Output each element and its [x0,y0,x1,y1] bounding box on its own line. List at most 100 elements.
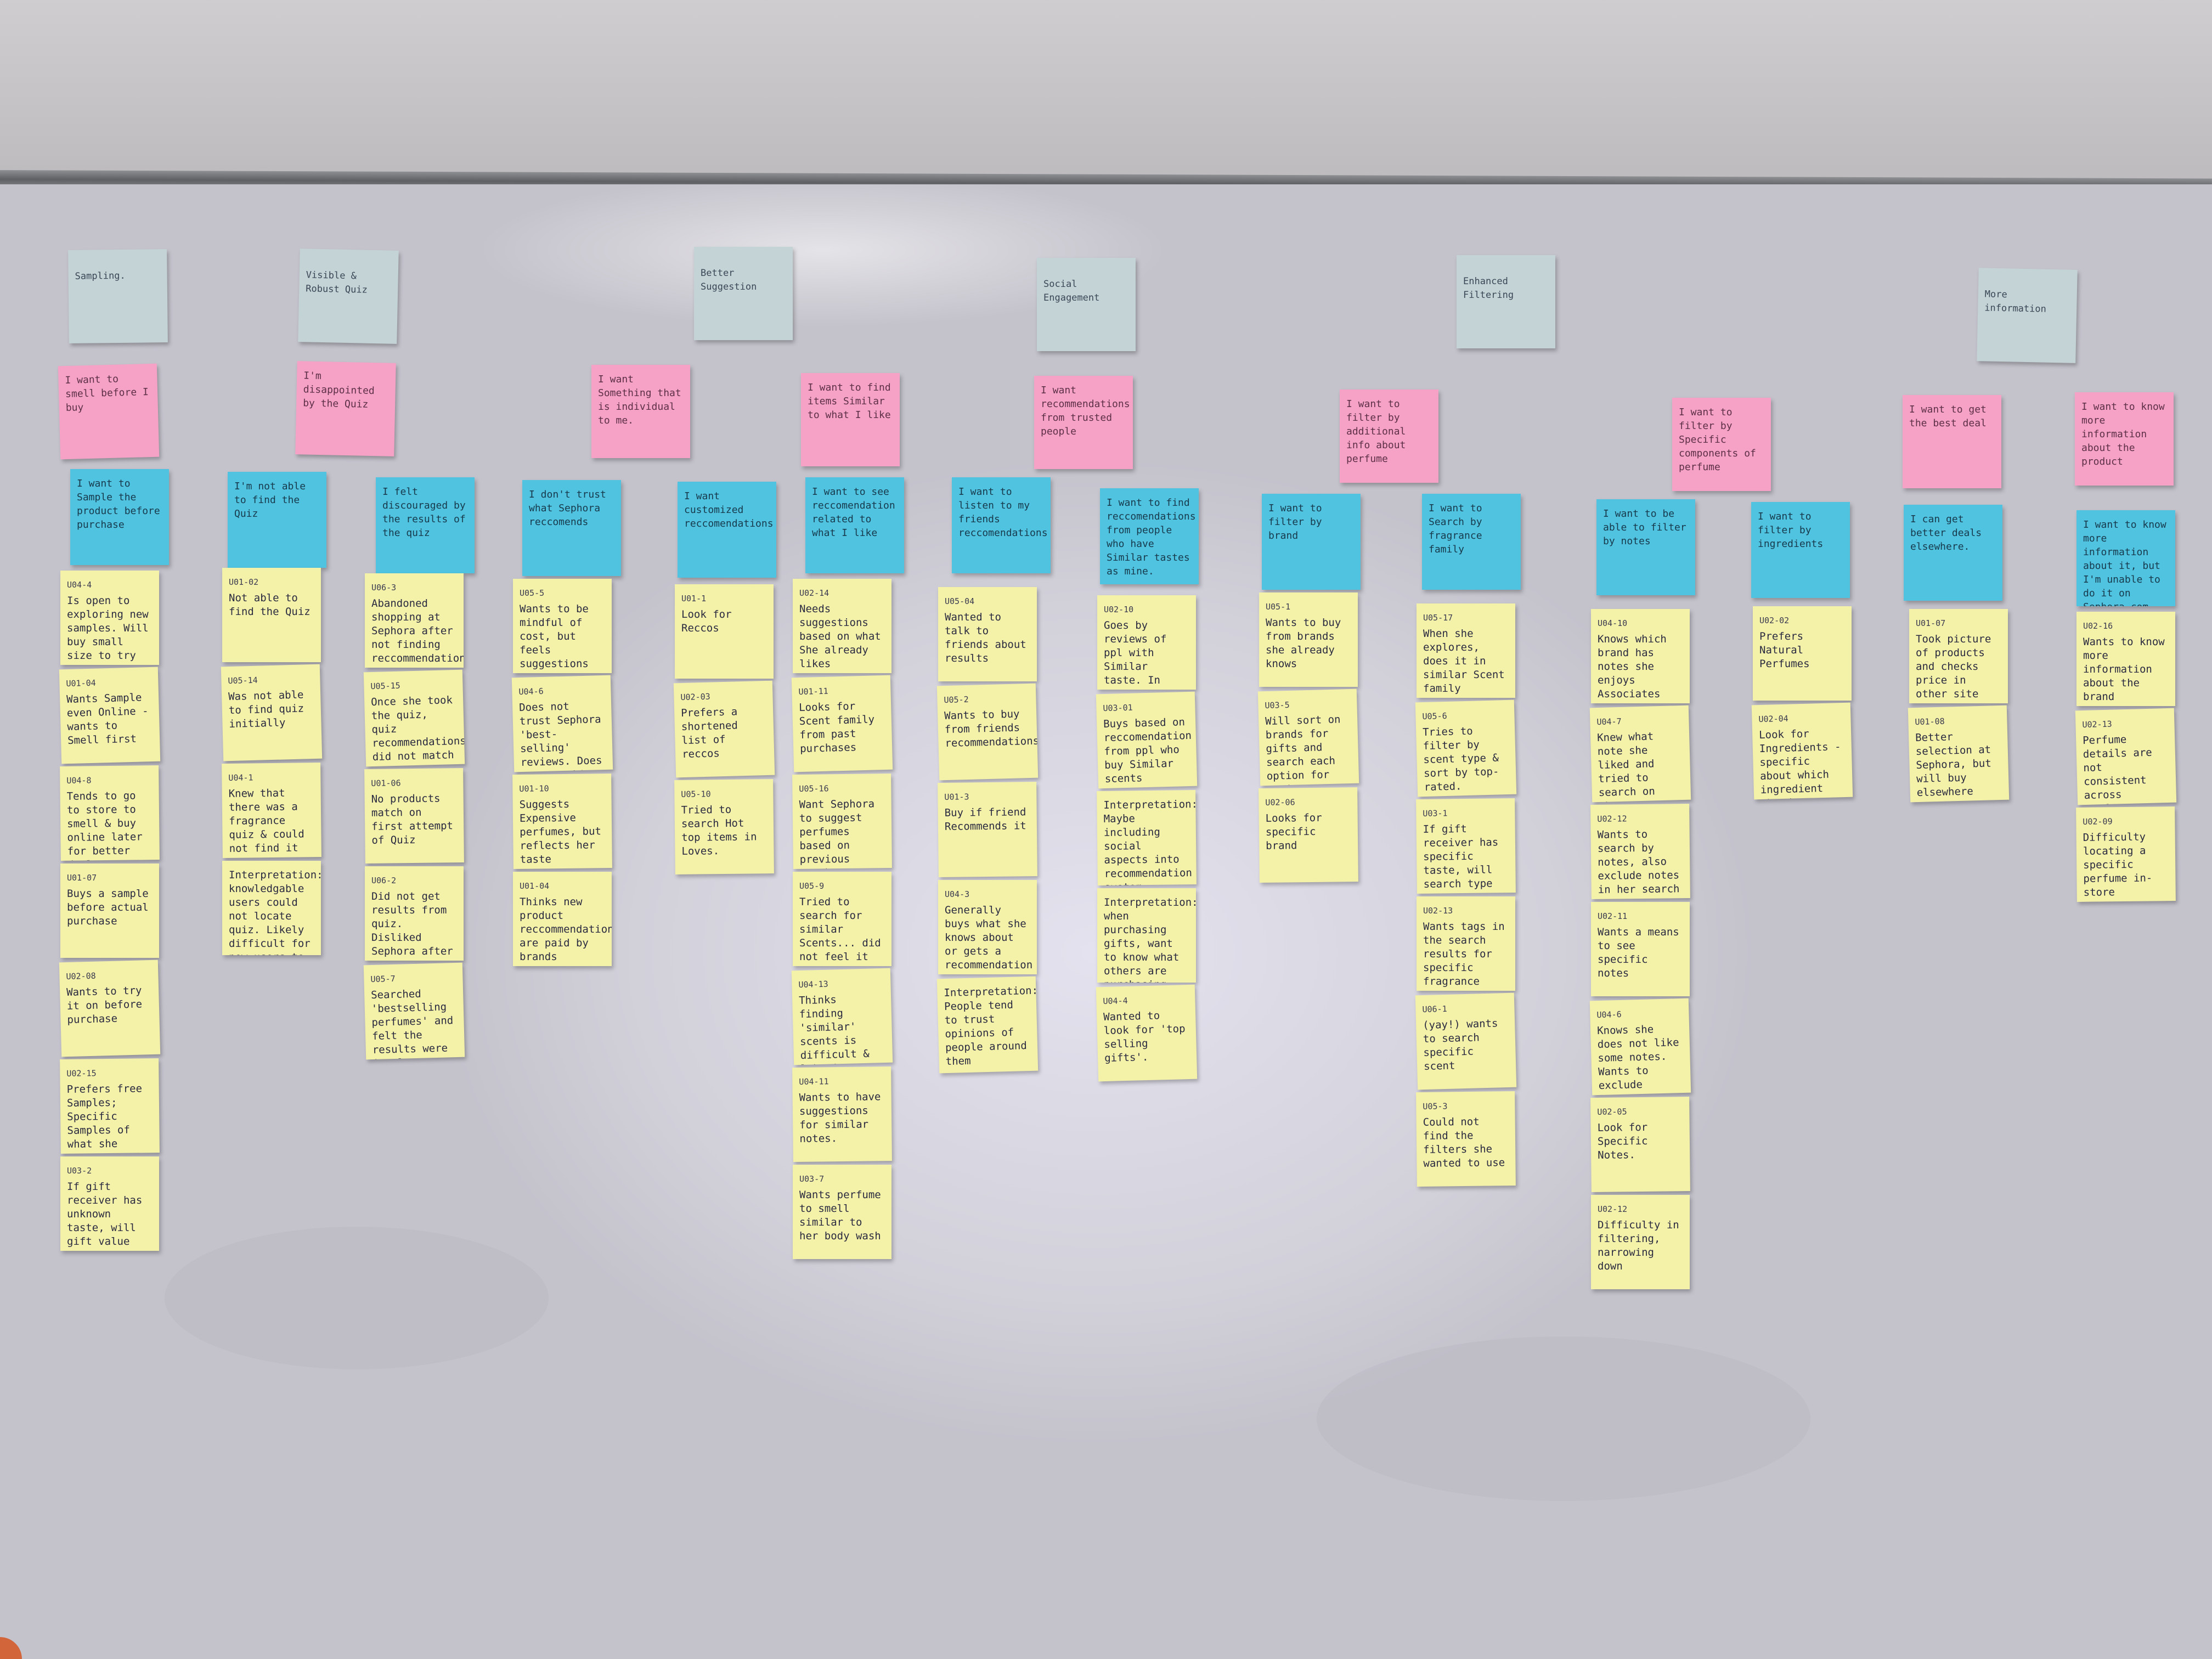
pink-note: I want to smell before I buy [58,363,160,460]
observation-note: Interpretation: when purchasing gifts, w… [1097,888,1196,983]
blue-note: I want to filter by ingredients [1751,502,1850,598]
observation-text: Will sort on brands for gifts and search… [1265,713,1341,786]
participant-code: U05-2 [944,694,969,706]
observation-text: Better selection at Sephora, but will bu… [1915,731,1992,799]
participant-code: U02-09 [2083,816,2113,827]
observation-text: Buys a sample before actual purchase [67,888,149,927]
observation-text: Wants perfume to smell similar to her bo… [799,1189,881,1242]
observation-text: Prefers a shortened list of reccos [680,706,738,761]
blue-note: I don't trust what Sephora reccomends [522,480,621,576]
pink-note: I want to find items Similar to what I l… [801,373,900,466]
observation-text: Generally buys what she knows about or g… [945,904,1033,971]
observation-text: Buy if friend Recommends it [944,806,1026,833]
observation-text: If gift receiver has specific taste, wil… [1423,822,1499,890]
pink-note: I want to get the best deal [1903,395,2001,488]
participant-code: U06-1 [1422,1003,1447,1015]
blue-note: I want to listen to my friends reccomend… [952,477,1051,573]
observation-text: Was not able to find quiz initially [228,689,304,731]
observation-text: Knows she does not like some notes. Want… [1596,1023,1679,1092]
observation-text: Knew what note she liked and tried to se… [1596,730,1656,802]
participant-code: U04-6 [518,686,544,697]
participant-code: U05-9 [799,881,825,891]
blue-note: I want to filter by brand [1262,494,1361,590]
blue-note: I want to see reccomendation related to … [805,477,904,573]
participant-code: U02-12 [1598,1204,1628,1214]
observation-text: Prefers free Samples; Specific Samples o… [66,1082,143,1154]
participant-code: U02-13 [2082,719,2112,730]
participant-code: U05-15 [370,680,400,692]
blue-note: I want to be able to filter by notes [1596,499,1695,595]
participant-code: U05-5 [520,588,545,598]
participant-code: U01-04 [520,881,550,891]
category-note-sampling: Sampling. [68,249,168,343]
participant-code: U01-08 [1915,716,1945,727]
blue-note: I want to Sample the product before purc… [70,469,169,565]
observation-text: Needs suggestions based on what She alre… [799,603,881,670]
participant-code: U04-8 [66,775,92,786]
participant-code: U03-2 [67,1166,92,1176]
participant-code: U02-14 [799,588,830,598]
observation-text: Goes by reviews of ppl with Similar tast… [1104,619,1186,690]
observation-text: Searched 'bestselling perfumes' and felt… [370,988,454,1060]
participant-code: U01-02 [229,577,259,587]
observation-text: If gift receiver has unknown taste, will… [67,1181,143,1251]
participant-code: U04-3 [945,889,970,899]
observation-text: Tried to search Hot top items in Loves. [681,803,757,857]
participant-code: U03-7 [799,1174,825,1184]
category-note-quiz: Visible & Robust Quiz [298,249,399,344]
participant-code: U03-5 [1265,699,1290,711]
wall [0,0,2212,181]
observation-text: Wants to search by notes, also exclude n… [1597,828,1680,896]
participant-code: U05-10 [681,789,711,799]
observation-text: When she explores, does it in similar Sc… [1423,628,1505,695]
participant-code: U02-12 [1597,814,1627,824]
observation-text: Knew that there was a fragrance quiz & c… [228,787,304,858]
participant-code: U05-17 [1423,613,1453,623]
participant-code: U01-10 [519,783,549,794]
participant-code: U02-03 [680,691,710,703]
pink-note: I want recommendations from trusted peop… [1034,376,1133,469]
observation-text: Wants Sample even Online - wants to Smel… [66,691,149,747]
observation-text: Is open to exploring new samples. Will b… [67,595,149,662]
participant-code: U06-3 [371,583,397,592]
participant-code: U04-1 [228,772,253,783]
participant-code: U01-11 [798,686,828,697]
observation-text: Difficulty locating a specific perfume i… [2083,831,2153,899]
participant-code: U04-7 [1596,716,1622,727]
observation-text: Abandoned shopping at Sephora after not … [371,597,464,664]
observation-text: Prefers Natural Perfumes [1759,630,1810,670]
observation-text: Interpretation: People tend to trust opi… [944,984,1039,1068]
observation-text: Tries to filter by scent type & sort by … [1422,725,1499,794]
participant-code: U02-16 [2083,621,2113,631]
observation-text: Took picture of products and checks pric… [1916,633,1991,700]
participant-code: U02-10 [1104,605,1134,614]
